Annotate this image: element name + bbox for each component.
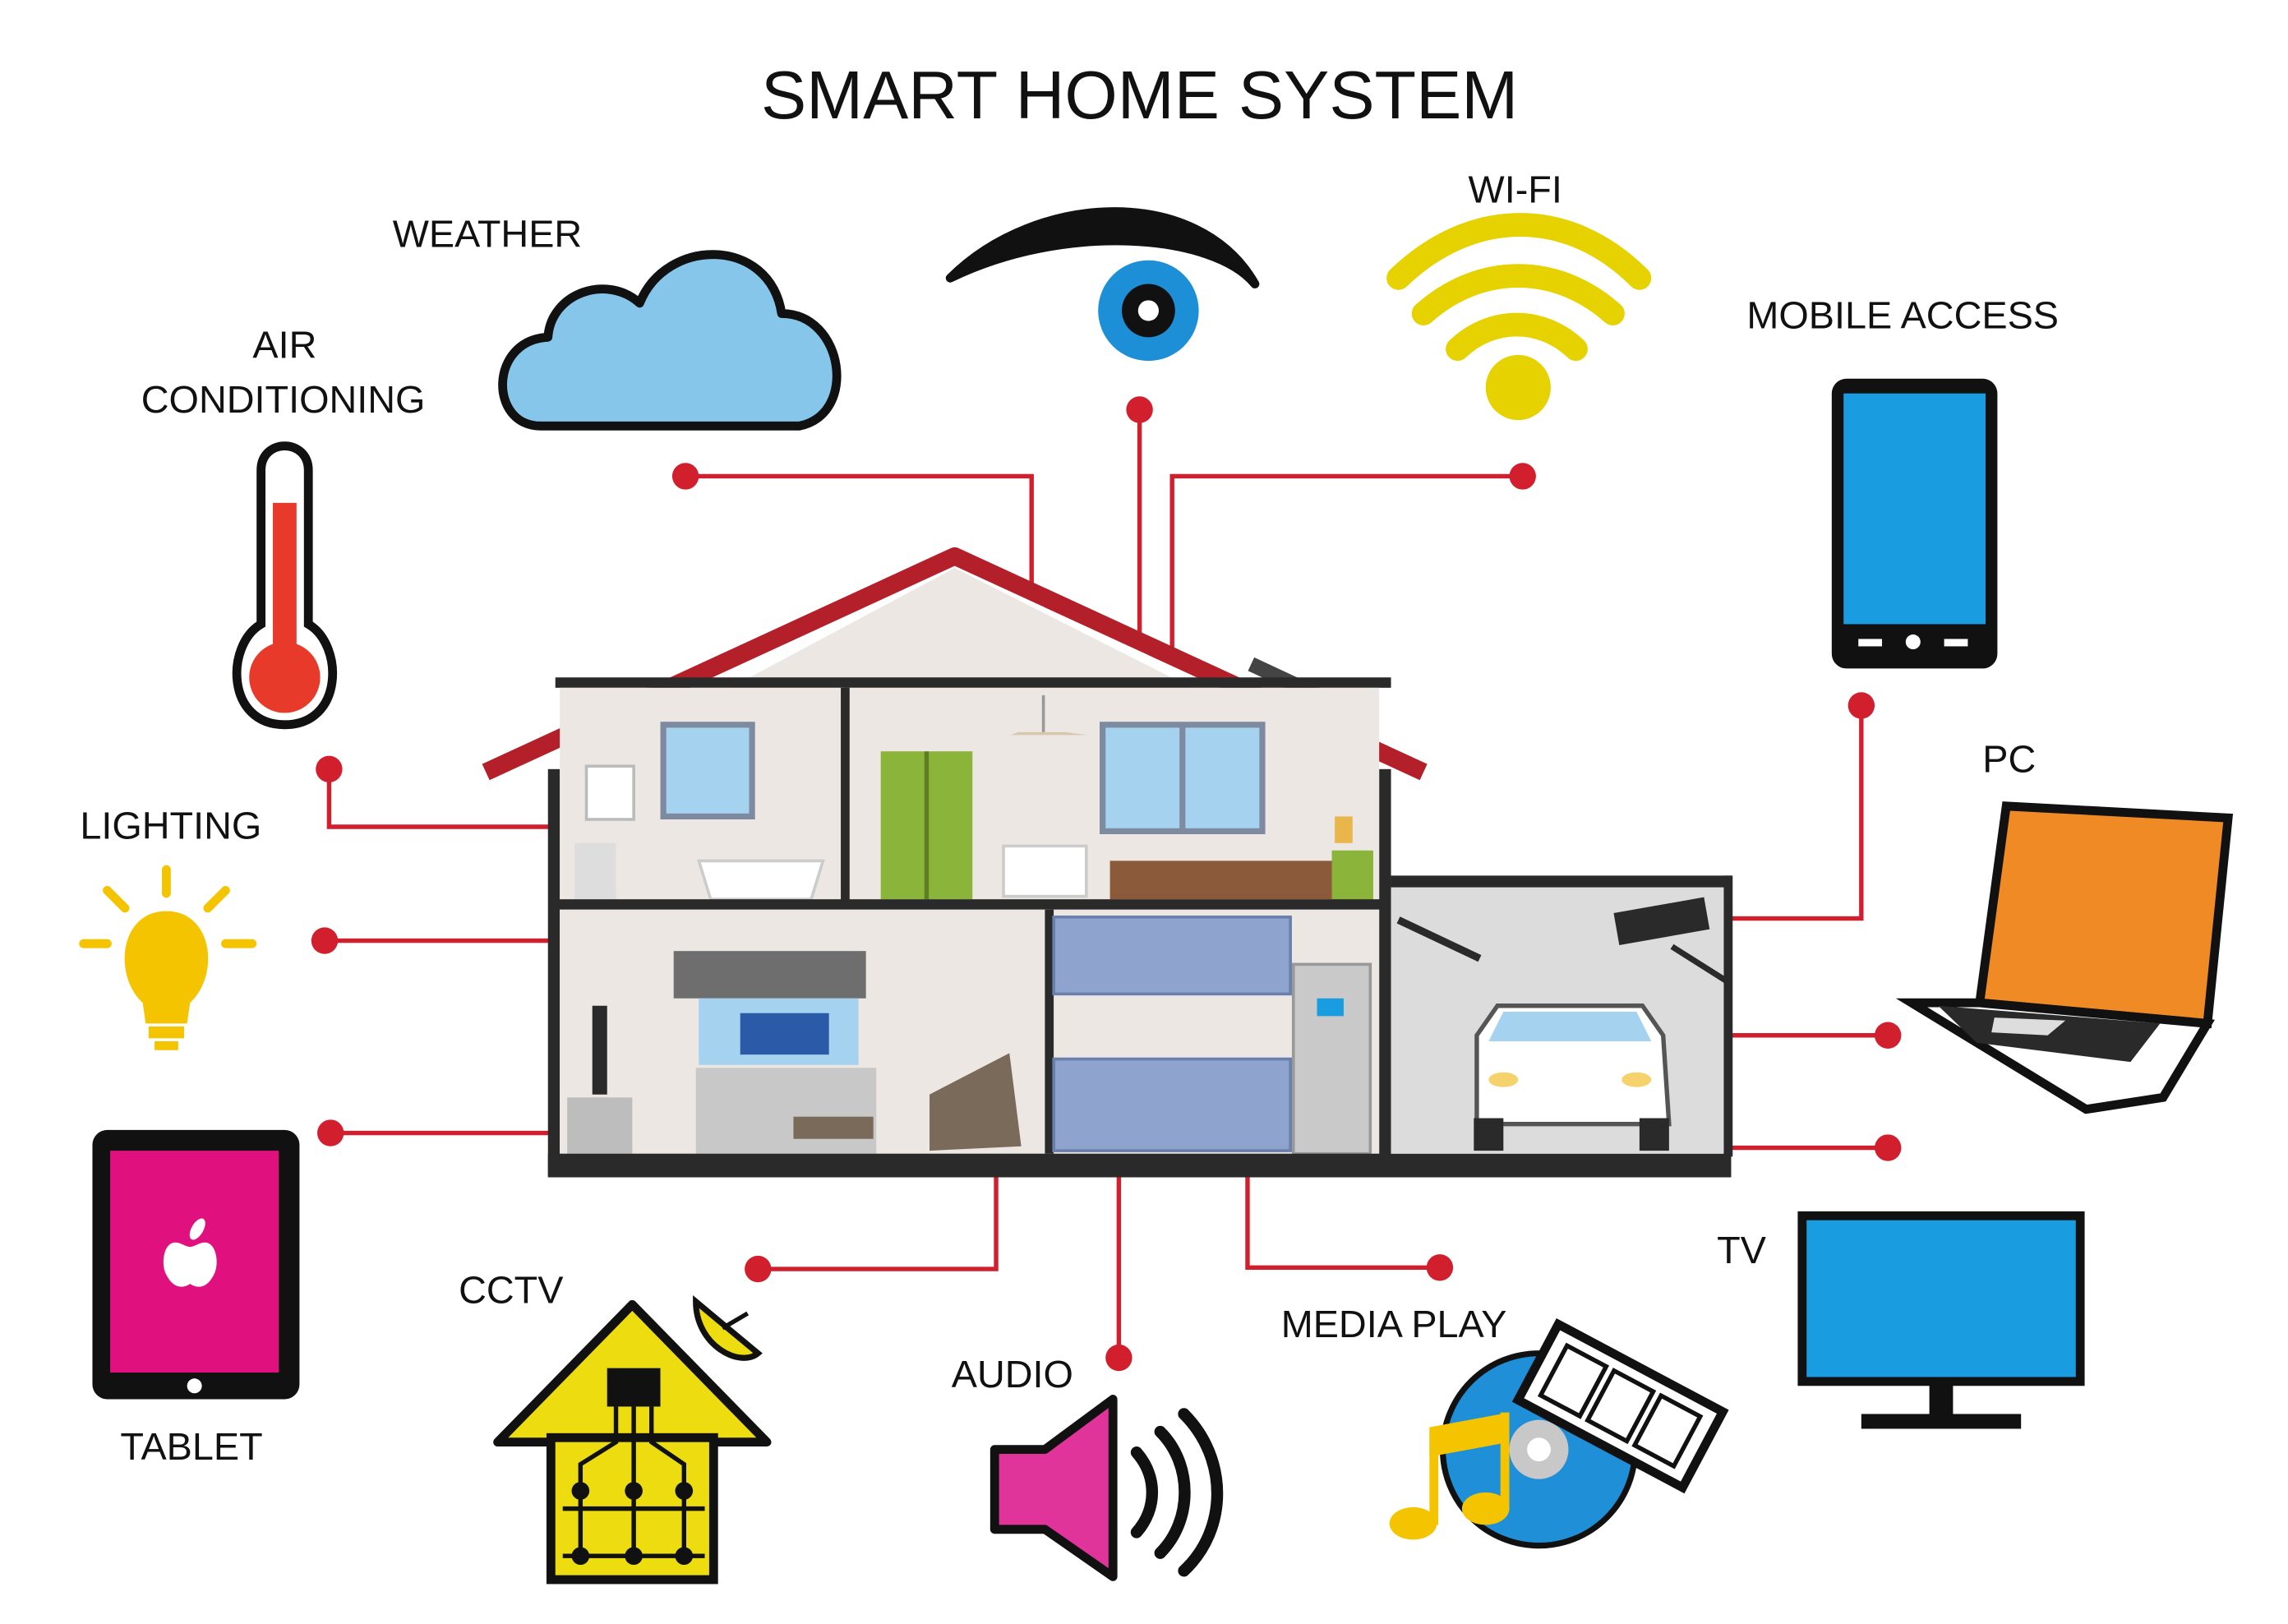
tv-icon	[1797, 1211, 2085, 1429]
eye-icon	[945, 207, 1260, 362]
connector-mobile	[1728, 705, 1864, 921]
label-media-play: MEDIA PLAY	[1281, 1303, 1507, 1345]
dot-air	[316, 755, 343, 783]
apple-logo	[163, 1242, 217, 1287]
label-cctv: CCTV	[459, 1268, 563, 1311]
wifi-dot	[1485, 354, 1551, 421]
page-title: SMART HOME SYSTEM	[761, 57, 1518, 133]
laptop-icon	[1895, 801, 2234, 1114]
wifi-icon	[1386, 213, 1652, 362]
dot-pc	[1875, 1022, 1902, 1049]
dot-mobile	[1847, 692, 1875, 719]
lightbulb-icon	[79, 865, 257, 1050]
label-air-line2: CONDITIONING	[141, 378, 426, 421]
dot-media	[1426, 1254, 1454, 1281]
connector-media	[1245, 1177, 1440, 1270]
media-disc-icon	[1389, 1317, 1729, 1549]
connector-wifi	[1169, 473, 1523, 651]
label-audio: AUDIO	[952, 1353, 1073, 1396]
label-mobile-access: MOBILE ACCESS	[1746, 294, 2059, 337]
dot-weather	[671, 463, 699, 490]
label-tablet: TABLET	[120, 1425, 262, 1468]
label-tv: TV	[1717, 1229, 1766, 1271]
smartphone-icon	[1831, 378, 1998, 669]
dot-cctv	[745, 1255, 772, 1283]
connector-dots	[311, 396, 1902, 1372]
thermometer-icon	[232, 441, 337, 730]
connector-cctv	[758, 1177, 999, 1271]
connector-weather	[685, 473, 1034, 584]
dot-tablet	[317, 1119, 344, 1146]
cloud-icon	[498, 250, 842, 431]
label-lighting: LIGHTING	[80, 804, 261, 847]
tablet-icon	[92, 1129, 300, 1400]
dot-tv	[1875, 1134, 1902, 1161]
dot-wifi	[1509, 463, 1536, 490]
dot-audio	[1105, 1344, 1132, 1372]
speaker-icon	[989, 1395, 1224, 1581]
house-illustration	[482, 547, 1733, 1178]
dot-eye	[1126, 396, 1153, 423]
label-wifi: WI-FI	[1469, 168, 1562, 211]
dot-lighting	[311, 927, 339, 954]
connector-lines	[325, 409, 1889, 1359]
connector-air	[326, 768, 556, 829]
label-pc: PC	[1982, 737, 2036, 780]
circuit-house-icon	[493, 1294, 772, 1585]
label-air-line1: AIR	[252, 324, 316, 367]
label-weather: WEATHER	[393, 213, 582, 256]
